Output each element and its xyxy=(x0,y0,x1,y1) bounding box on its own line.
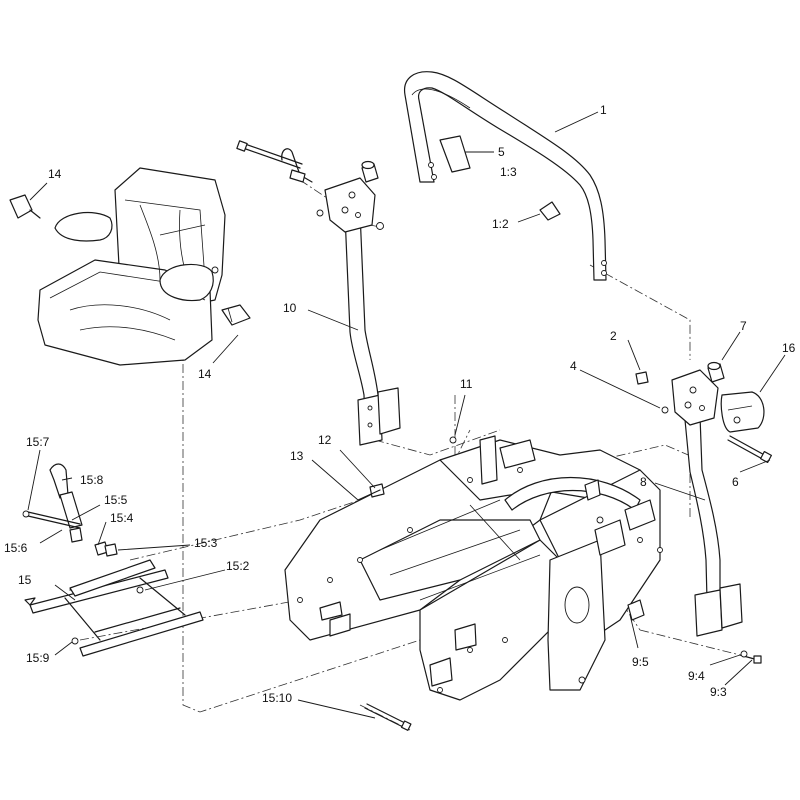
callout-16: 16 xyxy=(782,341,796,355)
callout-15-3: 15:3 xyxy=(194,536,218,550)
rops-hoop xyxy=(404,71,607,281)
seat-slide-assembly xyxy=(22,463,204,657)
callout-10: 10 xyxy=(283,301,297,315)
callout-15-2: 15:2 xyxy=(226,559,250,573)
leader-lines xyxy=(27,111,786,719)
callout-labels: 1 5 1:3 1:2 10 14 14 2 7 16 4 6 8 11 12 … xyxy=(4,103,796,705)
left-rops-upright xyxy=(236,140,401,446)
callout-9-5: 9:5 xyxy=(632,655,649,669)
callout-8: 8 xyxy=(640,475,647,489)
callout-1: 1 xyxy=(600,103,607,117)
callout-12: 12 xyxy=(318,433,332,447)
callout-15-8: 15:8 xyxy=(80,473,104,487)
callout-15: 15 xyxy=(18,573,32,587)
callout-5: 5 xyxy=(498,145,505,159)
callout-14-bottom: 14 xyxy=(198,367,212,381)
callout-15-9: 15:9 xyxy=(26,651,50,665)
callout-1-3: 1:3 xyxy=(500,165,517,179)
callout-2: 2 xyxy=(610,329,617,343)
callout-6: 6 xyxy=(732,475,739,489)
right-rops-upright xyxy=(635,361,773,637)
callout-4: 4 xyxy=(570,359,577,373)
callout-15-6: 15:6 xyxy=(4,541,28,555)
callout-15-5: 15:5 xyxy=(104,493,128,507)
main-frame xyxy=(284,435,762,731)
callout-15-10: 15:10 xyxy=(262,691,292,705)
callout-7: 7 xyxy=(740,319,747,333)
callout-13: 13 xyxy=(290,449,304,463)
callout-14-top: 14 xyxy=(48,167,62,181)
callout-9-3: 9:3 xyxy=(710,685,727,699)
callout-9-4: 9:4 xyxy=(688,669,705,683)
callout-1-2: 1:2 xyxy=(492,217,509,231)
seat xyxy=(9,167,251,366)
callout-11: 11 xyxy=(460,377,473,391)
callout-15-4: 15:4 xyxy=(110,511,134,525)
callout-15-7: 15:7 xyxy=(26,435,50,449)
